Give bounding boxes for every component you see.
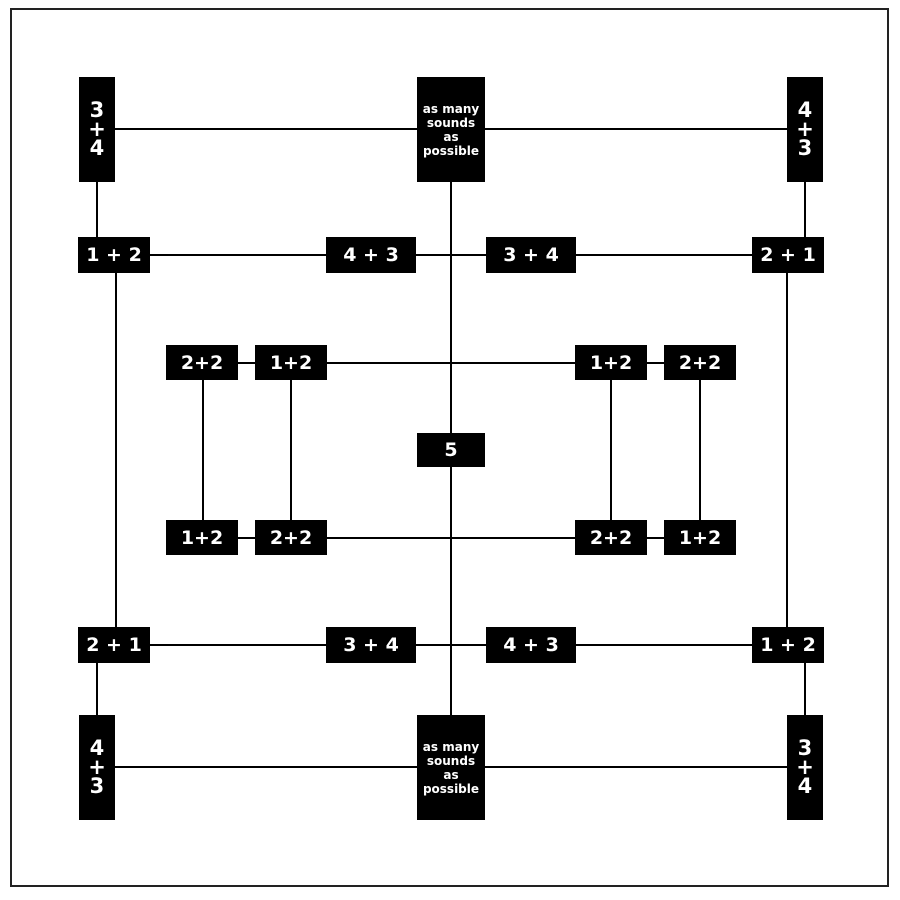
connector-bl-down [96,662,98,716]
node-tr-vertical: 4 + 3 [787,77,823,182]
connector-inner-v4 [699,380,701,520]
node-row1-mid-left: 4 + 3 [326,237,416,273]
node-row4-mid-right: 4 + 3 [486,627,576,663]
node-row4-right: 1 + 2 [752,627,824,663]
node-inner-bl-inner: 2+2 [255,520,327,555]
connector-tl-down [96,182,98,238]
connector-inner-v1 [202,380,204,520]
connector-tr-down [804,182,806,238]
node-row1-right: 2 + 1 [752,237,824,273]
node-inner-br-outer: 1+2 [664,520,736,555]
node-inner-br-inner: 2+2 [575,520,647,555]
node-row4-mid-left: 3 + 4 [326,627,416,663]
connector-inner-v2 [290,380,292,520]
node-top-center: as many sounds as possible [417,77,485,182]
connector-inner-v3 [610,380,612,520]
connector-row4 [115,644,787,646]
node-row1-mid-right: 3 + 4 [486,237,576,273]
node-inner-bl-outer: 1+2 [166,520,238,555]
connector-inner-bottom [202,537,700,539]
node-inner-tl-inner: 1+2 [255,345,327,380]
node-inner-tl-outer: 2+2 [166,345,238,380]
node-center: 5 [417,433,485,467]
node-inner-tr-outer: 2+2 [664,345,736,380]
node-br-vertical: 3 + 4 [787,715,823,820]
node-tl-vertical: 3 + 4 [79,77,115,182]
connector-br-down [804,662,806,716]
connector-inner-top [202,362,700,364]
connector-right-vertical [786,272,788,628]
connector-left-vertical [115,272,117,628]
node-row1-left: 1 + 2 [78,237,150,273]
node-inner-tr-inner: 1+2 [575,345,647,380]
node-row4-left: 2 + 1 [78,627,150,663]
diagram-frame [10,8,889,887]
node-bl-vertical: 4 + 3 [79,715,115,820]
node-bottom-center: as many sounds as possible [417,715,485,820]
